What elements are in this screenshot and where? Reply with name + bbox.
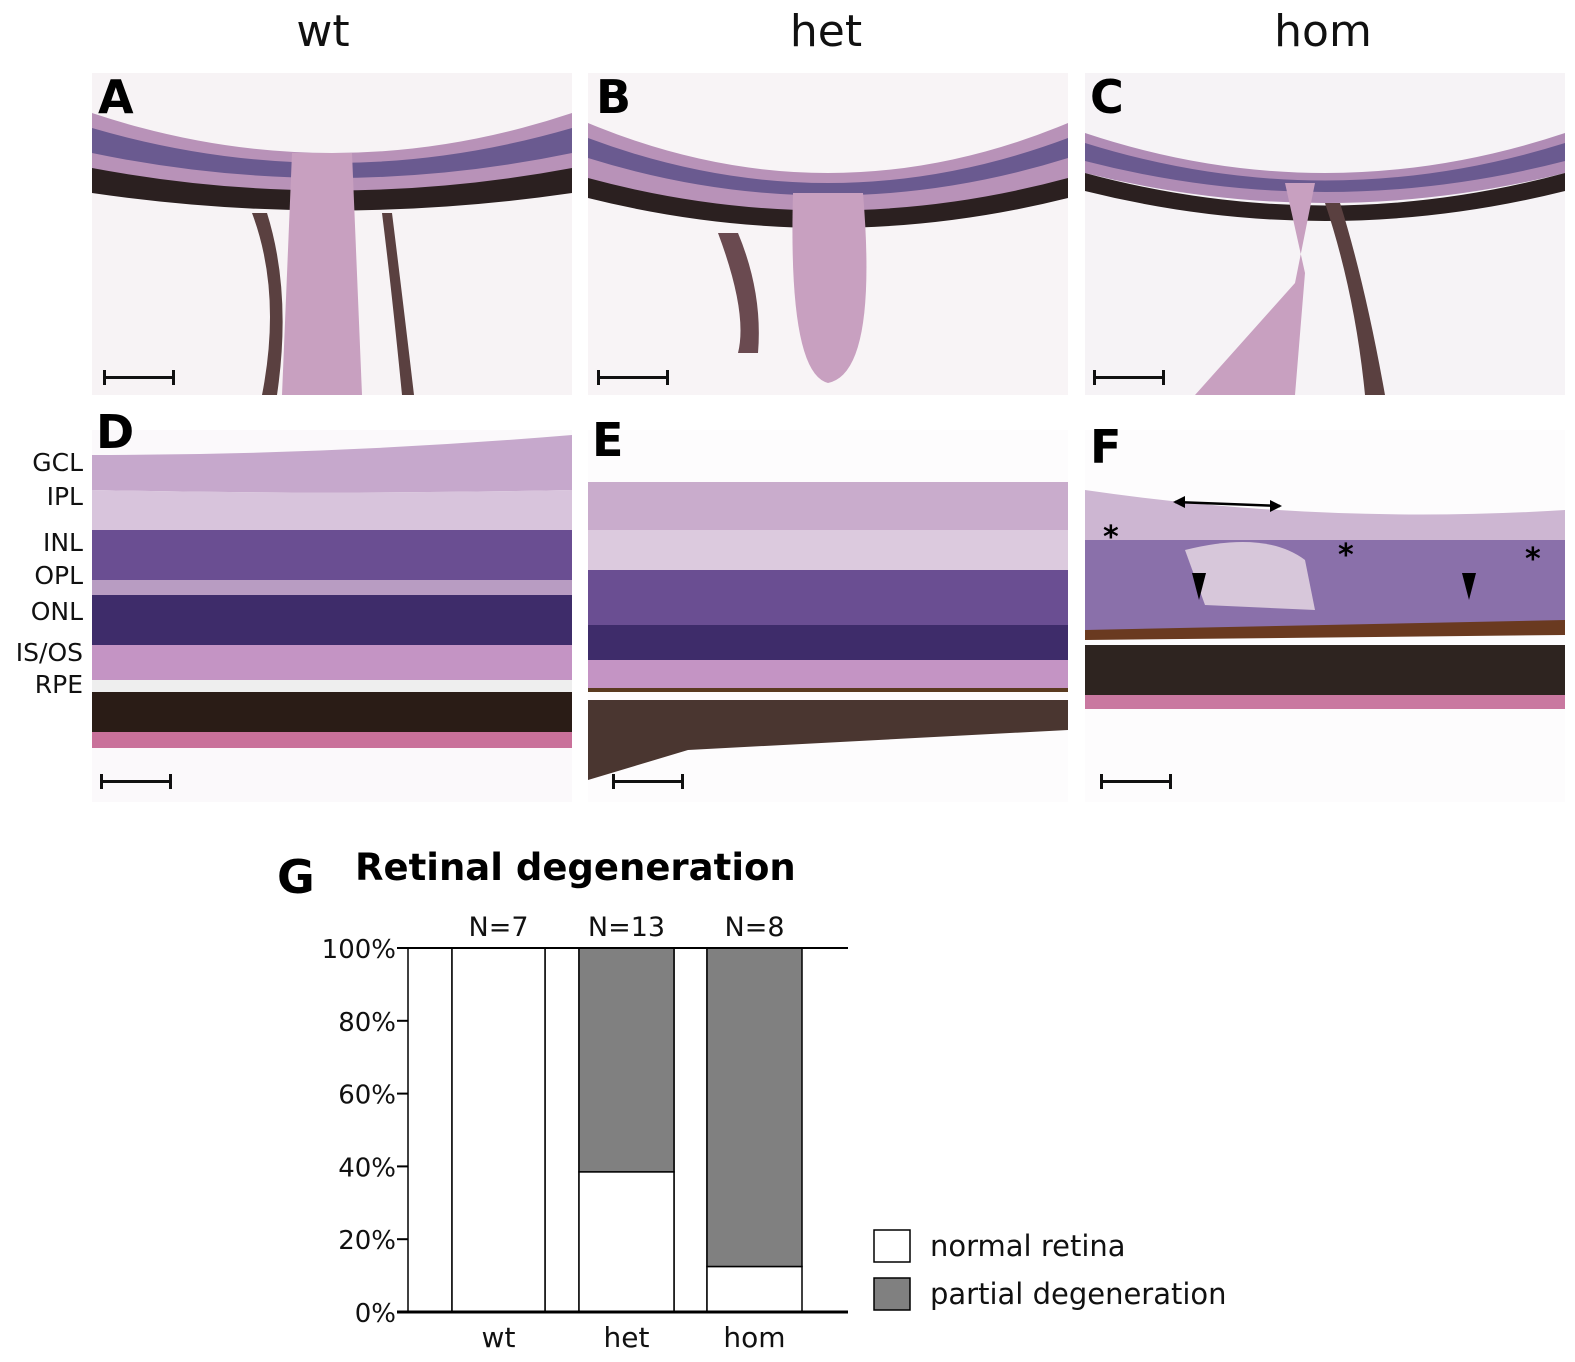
- panel-label-c: C: [1090, 70, 1124, 124]
- column-header-hom: hom: [1274, 6, 1372, 57]
- panel-label-e: E: [592, 413, 624, 467]
- legend-swatch: [873, 1277, 911, 1311]
- layer-label-isos: IS/OS: [15, 638, 83, 667]
- asterisk-marker: *: [1525, 542, 1541, 577]
- bar-wt-normal-retina: [451, 947, 546, 1313]
- panel-d-retina-wt: [92, 430, 572, 802]
- bar-gap: [407, 947, 453, 1313]
- asterisk-marker: *: [1103, 520, 1119, 555]
- panel-label-g: G: [277, 850, 315, 904]
- bar-hom-partial-degeneration: [706, 947, 803, 1268]
- bar-hom-normal-retina: [706, 1265, 803, 1313]
- layer-label-gcl: GCL: [32, 448, 83, 477]
- arrowhead-icon: [1462, 573, 1476, 600]
- panel-b-optic-nerve-het: [588, 73, 1068, 395]
- scale-bar: [612, 774, 684, 789]
- x-tick-label: het: [604, 1321, 650, 1354]
- layer-label-opl: OPL: [34, 561, 83, 590]
- asterisk-marker: *: [1338, 538, 1354, 573]
- legend-label: partial degeneration: [930, 1277, 1227, 1311]
- bar-het-partial-degeneration: [578, 947, 675, 1173]
- bar-het-normal-retina: [578, 1171, 675, 1313]
- double-arrow-icon: [1174, 500, 1281, 508]
- n-label: N=7: [469, 912, 529, 943]
- scale-bar: [1093, 370, 1165, 385]
- layer-label-inl: INL: [42, 528, 83, 557]
- arrowhead-icon: [1192, 573, 1206, 600]
- scale-bar: [597, 370, 669, 385]
- panel-e-retina-het: [588, 430, 1068, 802]
- n-label: N=8: [725, 912, 785, 943]
- panel-label-b: B: [596, 70, 632, 124]
- panel-f-retina-hom: * * *: [1085, 430, 1565, 802]
- layer-label-rpe: RPE: [34, 670, 83, 699]
- panel-label-f: F: [1090, 420, 1122, 474]
- layer-label-onl: ONL: [30, 597, 83, 626]
- scale-bar: [103, 370, 175, 385]
- chart-title: Retinal degeneration: [355, 846, 796, 889]
- legend-label: normal retina: [930, 1229, 1126, 1263]
- layer-label-ipl: IPL: [46, 482, 83, 511]
- y-tick-label: 0%: [355, 1299, 396, 1329]
- bar-gap: [544, 947, 580, 1313]
- legend-swatch: [873, 1229, 911, 1263]
- scale-bar: [1100, 774, 1172, 789]
- panel-label-d: D: [96, 405, 135, 459]
- scale-bar: [100, 774, 172, 789]
- panel-label-a: A: [98, 70, 134, 124]
- panel-c-optic-nerve-hom: [1085, 73, 1565, 395]
- y-tick-label: 80%: [338, 1008, 396, 1038]
- y-tick-label: 60%: [338, 1081, 396, 1111]
- n-label: N=13: [588, 912, 665, 943]
- column-header-het: het: [789, 6, 863, 57]
- y-tick-label: 100%: [322, 935, 396, 965]
- x-tick-label: wt: [482, 1321, 516, 1354]
- y-tick-label: 40%: [338, 1153, 396, 1183]
- panel-a-optic-nerve-wt: [92, 73, 572, 395]
- x-tick-label: hom: [723, 1321, 785, 1354]
- y-tick-label: 20%: [338, 1226, 396, 1256]
- bar-gap: [673, 947, 708, 1313]
- column-header-wt: wt: [296, 6, 350, 57]
